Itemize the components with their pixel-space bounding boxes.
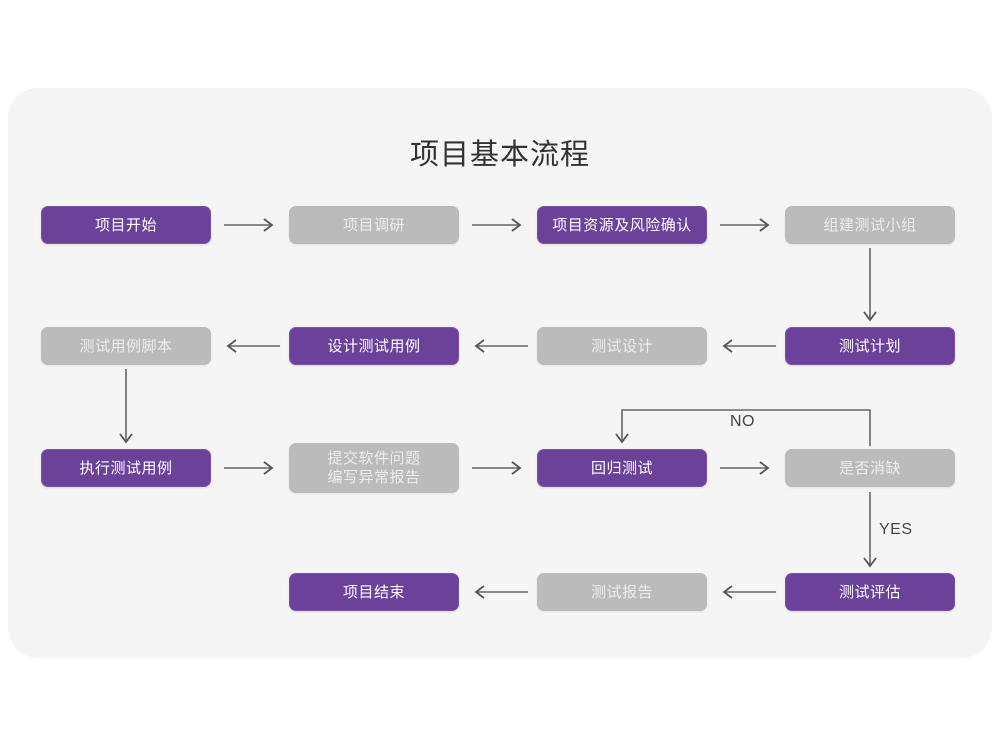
node-testcase-script[interactable]: 测试用例脚本	[41, 327, 211, 365]
node-execute-testcase[interactable]: 执行测试用例	[41, 449, 211, 487]
node-test-evaluation[interactable]: 测试评估	[785, 573, 955, 611]
node-regression-test[interactable]: 回归测试	[537, 449, 707, 487]
edge-label-no: NO	[730, 413, 755, 430]
node-form-test-team[interactable]: 组建测试小组	[785, 206, 955, 244]
node-resource-risk-confirm[interactable]: 项目资源及风险确认	[537, 206, 707, 244]
diagram-panel	[8, 88, 992, 658]
node-project-start[interactable]: 项目开始	[41, 206, 211, 244]
page-title: 项目基本流程	[409, 139, 590, 171]
node-defect-cleared-decision[interactable]: 是否消缺	[785, 449, 955, 487]
node-project-research[interactable]: 项目调研	[289, 206, 459, 244]
node-test-report[interactable]: 测试报告	[537, 573, 707, 611]
edge-label-yes: YES	[879, 521, 913, 538]
node-test-plan[interactable]: 测试计划	[785, 327, 955, 365]
node-submit-issue-report[interactable]: 提交软件问题 编写异常报告	[289, 443, 459, 493]
node-test-design[interactable]: 测试设计	[537, 327, 707, 365]
node-design-testcase[interactable]: 设计测试用例	[289, 327, 459, 365]
node-project-end[interactable]: 项目结束	[289, 573, 459, 611]
